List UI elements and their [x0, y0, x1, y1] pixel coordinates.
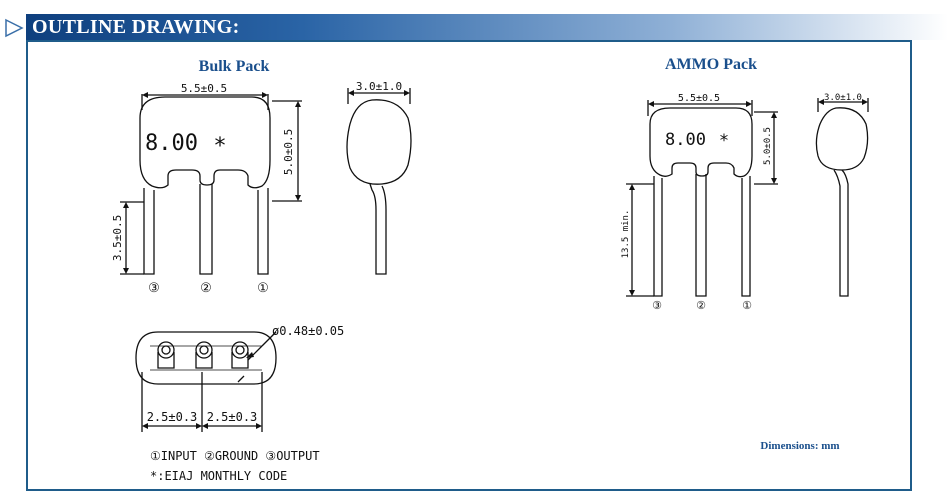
bulk-pin2-label: ②: [200, 280, 212, 295]
bulk-dim-pitch-right: 2.5±0.3: [207, 410, 258, 424]
ammo-pack-title: AMMO Pack: [665, 56, 757, 73]
ammo-dim-lead: 13.5 min.: [621, 210, 631, 259]
ammo-dim-height: 5.0±0.5: [763, 127, 773, 165]
legend-pins: ①INPUT ②GROUND ③OUTPUT: [150, 449, 320, 463]
ammo-marking: 8.00: [665, 130, 706, 150]
ammo-dim-width: 5.5±0.5: [678, 93, 720, 104]
ammo-dim-thickness: 3.0±1.0: [824, 93, 862, 103]
bulk-dim-thickness: 3.0±1.0: [356, 80, 402, 93]
ammo-front-view: [626, 100, 778, 297]
bulk-side-view: [346, 88, 412, 275]
ammo-pin2-label: ②: [696, 300, 706, 312]
bulk-bottom-view: [135, 331, 277, 432]
header-bar: [26, 14, 948, 40]
bulk-marking: 8.00: [145, 131, 198, 156]
bulk-front-view: [120, 92, 302, 275]
drawing-frame: [26, 40, 912, 491]
bulk-pin1-label: ①: [257, 280, 269, 295]
ammo-pin1-label: ①: [742, 300, 752, 312]
section-header: OUTLINE DRAWING:: [0, 14, 948, 40]
bulk-pin3-label: ③: [148, 280, 160, 295]
ammo-marking-symbol: *: [719, 131, 729, 151]
bulk-dim-lead: 3.5±0.5: [111, 215, 124, 261]
bulk-dim-pitch-left: 2.5±0.3: [147, 410, 198, 424]
bulk-pack-title: Bulk Pack: [199, 58, 270, 75]
units-note: Dimensions: mm: [760, 440, 839, 452]
triangle-arrow-icon: [5, 18, 24, 38]
ammo-pin3-label: ③: [652, 300, 662, 312]
legend-code: *:EIAJ MONTHLY CODE: [150, 469, 287, 483]
bulk-dim-height: 5.0±0.5: [282, 129, 295, 175]
ammo-side-view: [815, 98, 869, 297]
bulk-dim-width: 5.5±0.5: [181, 82, 227, 95]
bulk-dim-pin-diameter: ø0.48±0.05: [272, 324, 344, 338]
section-title: OUTLINE DRAWING:: [32, 16, 240, 38]
bulk-marking-symbol: *: [213, 134, 226, 159]
